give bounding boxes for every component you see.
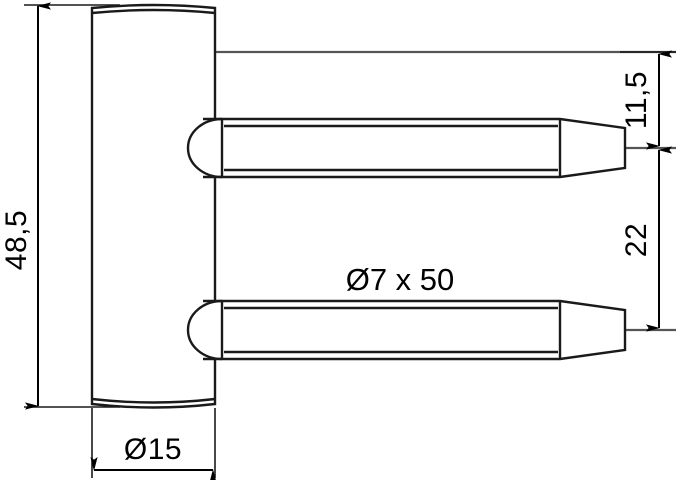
dim-value-11-5: 11,5 (620, 71, 653, 129)
upper-pin (186, 117, 627, 179)
plate-top-inner-edge (91, 8, 216, 15)
plate-outline (90, 3, 217, 409)
upper-pin-outline (186, 117, 627, 179)
lower-pin (186, 299, 627, 361)
dim-value-48-5: 48,5 (0, 210, 33, 270)
dim-value-22: 22 (620, 223, 653, 257)
lower-pin-outline (186, 299, 627, 361)
dimension-plate-width: Ø15 (90, 433, 217, 480)
label-pin-spec: Ø7 x 50 (346, 262, 455, 297)
plate-body (90, 3, 217, 409)
dimension-pin-spacing: 22 (620, 146, 672, 332)
dimension-overall-height: 48,5 (0, 2, 51, 410)
dimension-top-pin-offset: 11,5 (620, 50, 672, 150)
dim-value-d15: Ø15 (124, 433, 182, 466)
plate-bottom-inner-edge (91, 397, 216, 404)
